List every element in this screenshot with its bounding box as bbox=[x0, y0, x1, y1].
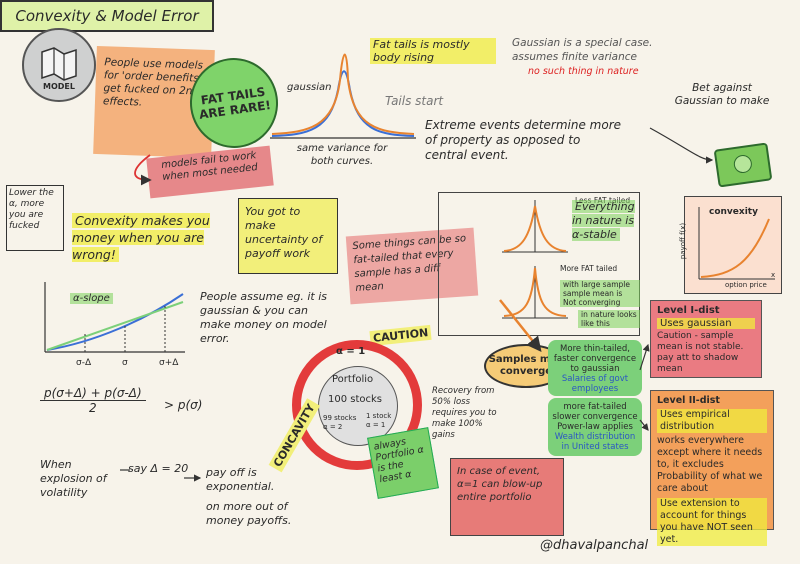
thin-tailed-note: More thin-tailed, faster convergence to … bbox=[548, 340, 642, 396]
level1-line2: Caution - sample mean is not stable. pay… bbox=[657, 331, 744, 374]
explosion-when: When explosion of volatility bbox=[40, 458, 107, 499]
model-badge-label: MODEL bbox=[43, 82, 75, 91]
convexity-chart: convexity payoff f(x) option price x bbox=[679, 196, 782, 294]
explosion-more-out: on more out of money payoffs. bbox=[206, 500, 292, 527]
same-variance: same variance for both curves. bbox=[296, 143, 388, 167]
portfolio-sub2: 1 stock α = 1 bbox=[366, 412, 392, 429]
gaussian-label: gaussian bbox=[287, 82, 332, 93]
gaussian-vs-fat-curve bbox=[270, 53, 416, 139]
bet-against-note: Bet against Gaussian to make bbox=[674, 82, 770, 107]
explosion-payoff: pay off is exponential. bbox=[206, 466, 275, 493]
convexity-chart-x-end: x bbox=[771, 271, 776, 279]
portfolio-sub1: 99 stocks α = 2 bbox=[323, 414, 357, 431]
fat-tails-rising: Fat tails is mostly body rising bbox=[370, 38, 496, 64]
money-icon bbox=[713, 142, 773, 188]
blowup-note: In case of event, α=1 can blow-up entire… bbox=[450, 458, 564, 536]
large-sample-note: with large sample sample mean is Not con… bbox=[560, 280, 640, 307]
portfolio-stocks: 100 stocks bbox=[328, 394, 383, 405]
fat-tailed-law: Power-law applies bbox=[557, 422, 633, 432]
gaussian-special: Gaussian is a special case. assumes fini… bbox=[512, 37, 653, 63]
no-such-thing: no such thing in nature bbox=[528, 66, 639, 77]
convexity-money-text: Convexity makes you money when you are w… bbox=[72, 213, 210, 262]
alpha-eq-label: α = 1 bbox=[336, 346, 366, 357]
uncertainty-box: You got to make uncertainty of payoff wo… bbox=[238, 198, 338, 274]
level2-note: Level II-dist Uses empirical distributio… bbox=[650, 390, 774, 546]
alpha-stable-text: Everything in nature is α-stable bbox=[572, 200, 635, 241]
jensen-graph bbox=[44, 282, 185, 353]
map-icon bbox=[41, 47, 77, 81]
jensen-denominator: 2 bbox=[89, 401, 97, 415]
tails-start: Tails start bbox=[385, 94, 444, 108]
extreme-events: Extreme events determine more of propert… bbox=[425, 118, 622, 162]
level1-title: Level I-dist bbox=[657, 305, 720, 316]
convexity-chart-xlabel: option price bbox=[725, 281, 767, 289]
more-fat-label: More FAT tailed bbox=[560, 264, 618, 273]
portfolio-inner bbox=[318, 366, 398, 446]
level1-line1: Uses gaussian bbox=[657, 318, 755, 329]
author-credit: @dhavalpanchal bbox=[540, 538, 649, 553]
always-note: always Portfolio α is the least α bbox=[367, 427, 439, 499]
page-title: Convexity & Model Error bbox=[0, 0, 214, 32]
recovery-note: Recovery from 50% loss requires you to m… bbox=[432, 386, 497, 440]
level1-note: Level I-dist Uses gaussian Caution - sam… bbox=[650, 300, 762, 378]
thin-tailed-head: More thin-tailed, faster convergence to … bbox=[553, 344, 637, 374]
alpha-stable-note: Everything in nature is α-stable bbox=[572, 200, 644, 242]
model-badge: MODEL bbox=[22, 28, 96, 102]
fat-tailed-sub: Wealth distribution in United states bbox=[554, 432, 636, 452]
lower-alpha-note: Lower the α, more you are fucked bbox=[6, 185, 64, 251]
in-nature-note: in nature looks like this bbox=[578, 310, 640, 328]
jensen-tick-1: σ-Δ bbox=[76, 358, 92, 368]
jensen-note: People assume eg. it is gaussian & you c… bbox=[200, 290, 327, 345]
convexity-money: Convexity makes you money when you are w… bbox=[72, 212, 242, 263]
convexity-chart-plot bbox=[698, 207, 775, 280]
jensen-tick-3: σ+Δ bbox=[159, 358, 179, 368]
convexity-chart-ylabel: payoff f(x) bbox=[679, 222, 688, 260]
portfolio-title: Portfolio bbox=[332, 374, 374, 385]
convexity-chart-title: convexity bbox=[709, 207, 758, 217]
explosion-say: say Δ = 20 bbox=[128, 462, 189, 475]
fat-tailed-head: more fat-tailed slower convergence bbox=[552, 402, 638, 422]
alpha-slope-label: α-slope bbox=[70, 293, 113, 304]
jensen-rhs: > p(σ) bbox=[164, 398, 203, 412]
jensen-numerator: p(σ+Δ) + p(σ-Δ) bbox=[40, 386, 146, 401]
less-fat-curve bbox=[502, 200, 568, 253]
thin-tailed-sub: Salaries of govt employees bbox=[561, 374, 629, 394]
fat-tailed-note: more fat-tailed slower convergence Power… bbox=[548, 398, 642, 456]
level2-line2: works everywhere except where it needs t… bbox=[657, 435, 763, 494]
level2-title: Level II-dist bbox=[657, 395, 720, 406]
level2-line1: Uses empirical distribution bbox=[657, 409, 767, 433]
jensen-tick-2: σ bbox=[122, 358, 128, 368]
level2-line3: Use extension to account for things you … bbox=[657, 498, 767, 546]
jensen-formula: p(σ+Δ) + p(σ-Δ) 2 bbox=[40, 386, 146, 415]
